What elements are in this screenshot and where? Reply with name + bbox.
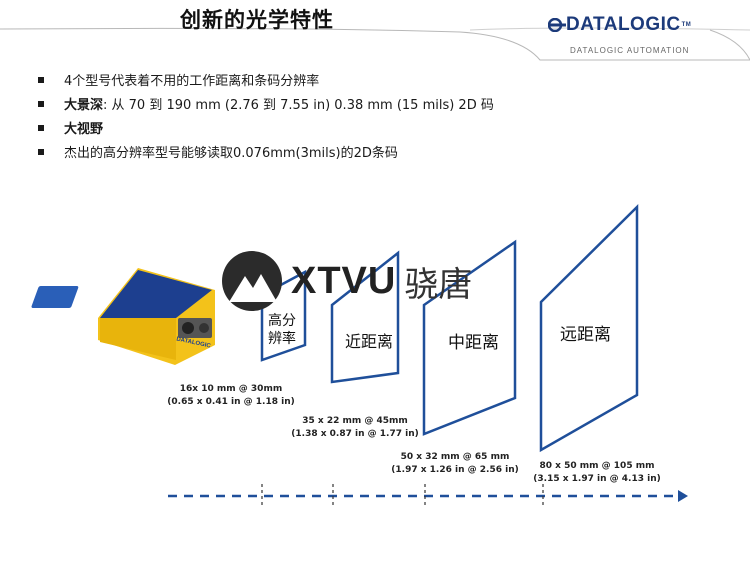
bullet-item: 大景深: 从 70 到 190 mm (2.76 到 7.55 in) 0.38…: [38, 94, 494, 118]
spec-far: 80 x 50 mm @ 105 mm (3.15 x 1.97 in @ 4.…: [532, 460, 662, 486]
watermark-text: XTVU: [291, 259, 397, 302]
panel-label-far: 远距离: [560, 325, 611, 345]
header-swoosh: [0, 27, 750, 61]
spec-near: 35 x 22 mm @ 45mm (1.38 x 0.87 in @ 1.77…: [290, 415, 420, 441]
bullet-item: 杰出的高分辨率型号能够读取0.076mm(3mils)的2D条码: [38, 142, 494, 166]
spec-line: (1.38 x 0.87 in @ 1.77 in): [291, 429, 419, 439]
logo-mark-icon: [548, 18, 566, 32]
page-title: 创新的光学特性: [180, 8, 334, 32]
logo-tm: TM: [681, 22, 692, 28]
bullet-square-icon: [38, 149, 44, 155]
bullet-square-icon: [38, 125, 44, 131]
watermark: XTVU 骁唐: [219, 250, 472, 312]
bullet-square-icon: [38, 101, 44, 107]
spec-line: (0.65 x 0.41 in @ 1.18 in): [167, 397, 295, 407]
bullet-list: 4个型号代表着不用的工作距离和条码分辨率 大景深: 从 70 到 190 mm …: [38, 70, 494, 166]
fov-panel-near: [330, 250, 400, 384]
panel-label-high-res: 高分 辨率: [268, 313, 296, 347]
bullet-item: 大视野: [38, 118, 494, 142]
panel-label-mid: 中距离: [448, 333, 499, 353]
spec-line: 35 x 22 mm @ 45mm: [302, 416, 408, 426]
fov-panel-far: [539, 204, 639, 453]
panel-label-near: 近距离: [345, 332, 394, 351]
logo-subtitle: DATALOGIC AUTOMATION: [570, 46, 690, 55]
watermark-mountain-icon: [222, 251, 282, 311]
spec-mid: 50 x 32 mm @ 65 mm (1.97 x 1.26 in @ 2.5…: [390, 451, 520, 477]
arrow-head-icon: [678, 490, 688, 502]
spec-high-res: 16x 10 mm @ 30mm (0.65 x 0.41 in @ 1.18 …: [166, 383, 296, 409]
spec-line: 16x 10 mm @ 30mm: [179, 384, 283, 394]
scanner-device-icon: [31, 268, 215, 365]
spec-line: 80 x 50 mm @ 105 mm: [539, 461, 655, 471]
bullet-item: 4个型号代表着不用的工作距离和条码分辨率: [38, 70, 494, 94]
logo-text: DATALOGIC: [566, 14, 681, 35]
bullet-square-icon: [38, 77, 44, 83]
spec-line: 50 x 32 mm @ 65 mm: [400, 452, 510, 462]
watermark-cn: 骁唐: [404, 264, 473, 305]
spec-line: (1.97 x 1.26 in @ 2.56 in): [391, 465, 519, 475]
spec-line: (3.15 x 1.97 in @ 4.13 in): [533, 474, 661, 484]
fov-panel-mid: [422, 239, 517, 436]
